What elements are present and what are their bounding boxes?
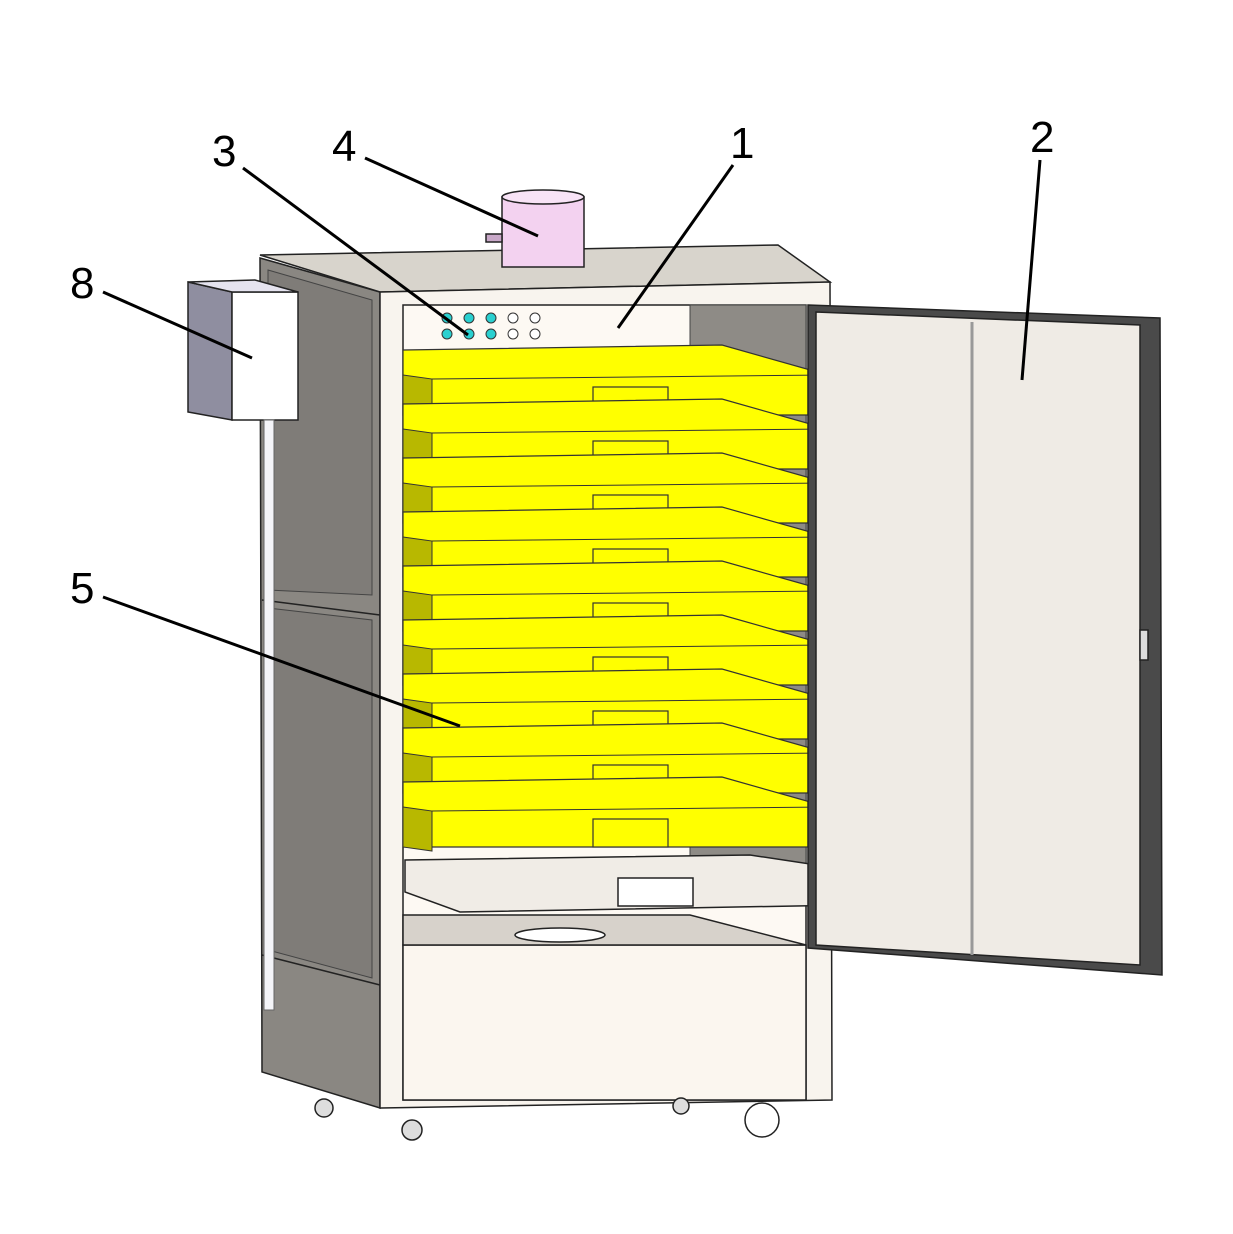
callout-label-8: 8	[70, 259, 94, 308]
callout-5: 5	[70, 564, 461, 728]
bottom-tray	[404, 854, 851, 913]
callout-8: 8	[70, 259, 253, 360]
callout-label-1: 1	[730, 119, 754, 168]
callout-label-4: 4	[332, 122, 356, 171]
air-vent-holes	[441, 312, 541, 340]
caster-wheels	[314, 1097, 780, 1141]
open-door	[807, 304, 1163, 976]
callout-label-2: 2	[1030, 113, 1054, 162]
exhaust-chimney	[485, 189, 585, 268]
control-box	[187, 279, 299, 1011]
callout-4: 4	[332, 122, 539, 238]
callout-label-3: 3	[212, 127, 236, 176]
callout-2: 2	[1020, 113, 1054, 381]
callout-3: 3	[212, 127, 469, 337]
tray-handle	[592, 818, 669, 848]
tray-stack	[402, 344, 829, 852]
drying-tray	[402, 776, 829, 852]
callout-label-5: 5	[70, 564, 94, 613]
callout-1: 1	[616, 119, 754, 329]
